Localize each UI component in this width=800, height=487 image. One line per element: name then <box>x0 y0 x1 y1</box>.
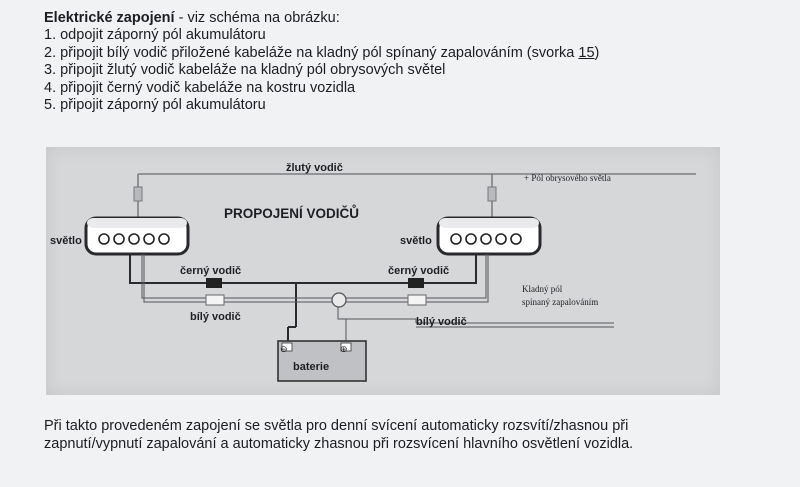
label-black-wire-right: černý vodič <box>388 265 449 277</box>
instructions-heading-suffix: - viz schéma na obrázku: <box>174 10 340 26</box>
label-light-right: světlo <box>400 235 432 247</box>
footer-note: Při takto provedeném zapojení se světla … <box>44 418 764 453</box>
wiring-diagram-svg: žlutý vodič + Pól obrysového světla PROP… <box>50 162 696 382</box>
instructions-steps: 1. odpojit záporný pól akumulátoru 2. př… <box>44 27 599 114</box>
label-light-left: světlo <box>50 235 82 247</box>
label-black-wire-left: černý vodič <box>180 265 241 277</box>
instructions-block: Elektrické zapojení - viz schéma na obrá… <box>44 10 599 114</box>
label-white-wire-right: bílý vodič <box>416 316 467 328</box>
label-white-wire-left: bílý vodič <box>190 311 241 323</box>
battery-plus-icon: ⊕ <box>340 344 348 354</box>
step-2-terminal: 15 <box>578 44 595 61</box>
step-1: 1. odpojit záporný pól akumulátoru <box>44 27 266 44</box>
diagram-title: PROPOJENÍ VODIČŮ <box>224 205 359 221</box>
label-ignition-positive-2: spínaný zapalováním <box>522 297 598 307</box>
step-2-text: 2. připojit bílý vodič přiložené kabeláž… <box>44 44 579 61</box>
label-yellow-wire: žlutý vodič <box>286 162 343 174</box>
step-5: 5. připojit záporný pól akumulátoru <box>44 97 266 114</box>
instructions-heading-line: Elektrické zapojení - viz schéma na obrá… <box>44 10 599 27</box>
light-right <box>436 216 542 256</box>
footer-line-2: zapnutí/vypnutí zapalování a automaticky… <box>44 435 634 452</box>
label-ignition-positive-1: Kladný pól <box>522 284 563 294</box>
step-2-close: ) <box>594 44 600 61</box>
step-4: 4. připojit černý vodič kabeláže na kost… <box>44 79 356 96</box>
battery-minus-icon: ⊖ <box>280 344 288 354</box>
footer-line-1: Při takto provedeném zapojení se světla … <box>44 418 629 434</box>
light-left <box>84 216 190 256</box>
battery <box>277 340 367 382</box>
wiring-diagram: žlutý vodič + Pól obrysového světla PROP… <box>46 147 720 395</box>
step-3: 3. připojit žlutý vodič kabeláže na klad… <box>44 62 446 79</box>
label-parking-light-positive: + Pól obrysového světla <box>524 173 611 183</box>
label-battery: baterie <box>293 361 329 373</box>
step-2: 2. připojit bílý vodič přiložené kabeláž… <box>44 45 599 62</box>
instructions-heading: Elektrické zapojení <box>44 10 175 26</box>
